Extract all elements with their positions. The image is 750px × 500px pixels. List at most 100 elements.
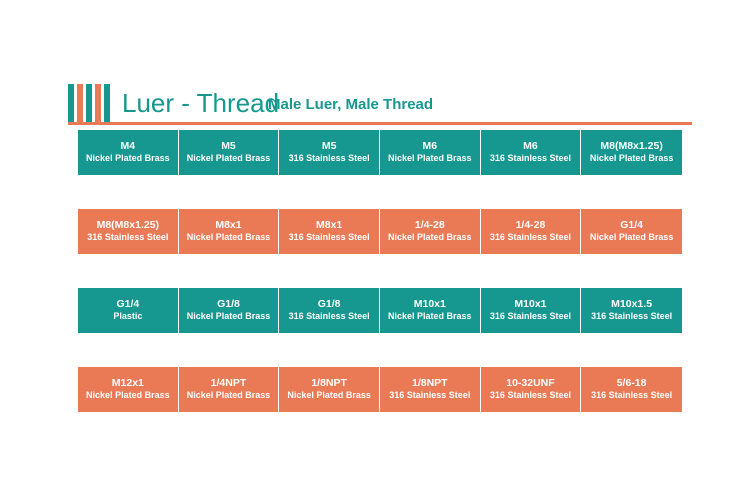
material: Nickel Plated Brass [388,153,472,164]
product-label-cell: M8(M8x1.25)316 Stainless Steel [78,209,179,254]
material: 316 Stainless Steel [389,390,471,401]
material: 316 Stainless Steel [288,311,370,322]
thread-size: 1/8NPT [311,377,347,390]
product-image-cell [78,254,179,288]
product-image-cell [481,412,582,446]
thread-size: 10-32UNF [506,377,555,390]
material: Nickel Plated Brass [186,390,271,401]
product-image-cell [481,333,582,367]
material: 316 Stainless Steel [591,311,673,322]
section-header: Luer - Thread Male Luer, Male Thread [68,84,692,125]
image-row [78,333,682,367]
material: 316 Stainless Steel [489,153,571,164]
thread-size: M8(M8x1.25) [600,140,663,153]
thread-size: M4 [120,140,136,153]
product-image-cell [279,254,380,288]
material: Nickel Plated Brass [287,390,371,401]
product-image-cell [179,412,280,446]
image-row [78,412,682,446]
product-image-cell [380,412,481,446]
product-image-cell [380,333,481,367]
thread-size: M5 [221,140,236,153]
product-image-cell [78,175,179,209]
product-image-cell [481,254,582,288]
product-image-cell [279,412,380,446]
header-stripe [86,84,92,124]
material: 316 Stainless Steel [591,390,673,401]
thread-size: G1/4 [620,219,643,232]
material: 316 Stainless Steel [288,232,370,243]
product-image-cell [481,175,582,209]
image-row [78,254,682,288]
material: 316 Stainless Steel [489,390,571,401]
material: 316 Stainless Steel [489,311,571,322]
product-image-cell [179,333,280,367]
header-stripe [104,84,110,124]
product-image-cell [380,175,481,209]
product-image-cell [581,333,682,367]
page-title: Luer - Thread [122,88,280,118]
product-image-cell [279,175,380,209]
material: Nickel Plated Brass [186,232,271,243]
image-row [78,175,682,209]
product-image-cell [179,175,280,209]
header-stripe [68,84,74,124]
material: Nickel Plated Brass [186,311,271,322]
thread-size: 1/4NPT [210,377,247,390]
header-stripe [95,84,101,124]
product-image-cell [179,254,280,288]
page-subtitle: Male Luer, Male Thread [268,96,434,113]
material: 316 Stainless Steel [288,153,370,164]
product-image-cell [78,412,179,446]
thread-size: M5 [321,140,337,153]
thread-size: 1/8NPT [411,377,448,390]
thread-size: M8x1 [215,219,242,232]
material: Plastic [113,311,143,322]
header-divider [68,122,692,125]
thread-size: M10x1 [514,298,547,311]
thread-size: M10x1 [413,298,446,311]
thread-size: M6 [523,140,538,153]
thread-size: G1/8 [317,298,341,311]
product-image-cell [581,254,682,288]
material: Nickel Plated Brass [589,153,674,164]
material: Nickel Plated Brass [186,153,271,164]
thread-size: 5/6-18 [616,377,647,390]
material: 316 Stainless Steel [87,232,169,243]
product-image-cell [380,254,481,288]
product-image-cell [78,333,179,367]
product-label-cell: M8(M8x1.25)Nickel Plated Brass [581,130,682,175]
thread-size: 1/4-28 [515,219,546,232]
product-image-cell [279,333,380,367]
material: Nickel Plated Brass [86,390,170,401]
material: 316 Stainless Steel [489,232,571,243]
thread-size: M6 [422,140,438,153]
product-image-cell [581,412,682,446]
material: Nickel Plated Brass [589,232,674,243]
thread-size: M8(M8x1.25) [96,219,160,232]
thread-size: M10x1.5 [611,298,653,311]
